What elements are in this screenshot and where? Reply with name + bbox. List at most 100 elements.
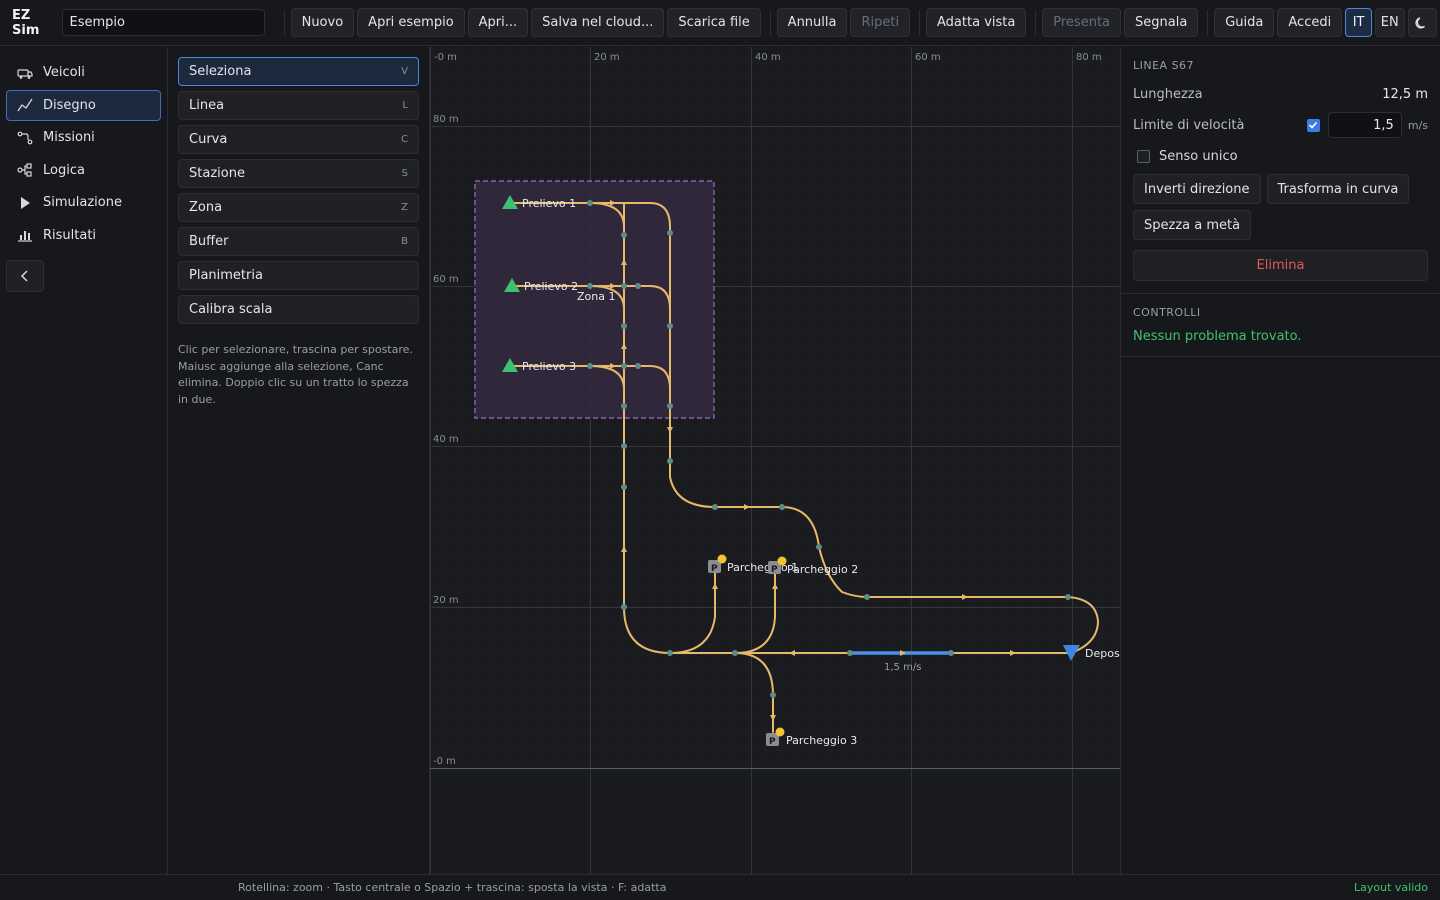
one-way-label: Senso unico (1159, 148, 1238, 164)
convert-to-curve-button[interactable]: Trasforma in curva (1266, 174, 1410, 204)
path-node[interactable] (1065, 594, 1071, 600)
nav-item-vehicles[interactable]: Veicoli (6, 57, 161, 88)
deposit-triangle-icon[interactable] (1063, 645, 1080, 661)
path-node[interactable] (621, 283, 627, 289)
toolbar-separator (919, 9, 921, 36)
path-segment[interactable] (511, 285, 671, 310)
one-way-row[interactable]: Senso unico (1133, 144, 1428, 168)
undo-button[interactable]: Annulla (776, 8, 848, 37)
path-node[interactable] (621, 323, 627, 329)
path-node[interactable] (635, 283, 641, 289)
direction-arrow (1010, 650, 1016, 656)
path-node[interactable] (667, 458, 673, 464)
station-label: Prelievo 2 (524, 280, 578, 293)
nav-item-simulation[interactable]: Simulazione (6, 187, 161, 218)
path-node[interactable] (621, 443, 627, 449)
station-label: Prelievo 3 (522, 360, 576, 373)
path-node[interactable] (587, 283, 593, 289)
new-button[interactable]: Nuovo (290, 8, 355, 37)
zone-area[interactable] (474, 180, 715, 419)
path-node[interactable] (770, 692, 776, 698)
path-node[interactable] (621, 403, 627, 409)
present-button[interactable]: Presenta (1042, 8, 1122, 37)
direction-arrow (610, 363, 616, 369)
speed-limit-input[interactable] (1327, 112, 1402, 138)
tool-label: Seleziona (189, 64, 252, 79)
delete-button[interactable]: Elimina (1133, 250, 1428, 281)
download-button[interactable]: Scarica file (667, 8, 761, 37)
station-triangle-icon[interactable] (504, 278, 520, 292)
tool-calibrate-scale[interactable]: Calibra scala (178, 295, 419, 324)
tool-floorplan[interactable]: Planimetria (178, 261, 419, 290)
invert-direction-button[interactable]: Inverti direzione (1133, 174, 1261, 204)
station-triangle-icon[interactable] (502, 358, 518, 372)
split-half-button[interactable]: Spezza a metà (1133, 210, 1252, 240)
speed-limit-checkbox[interactable] (1306, 118, 1320, 132)
path-node[interactable] (621, 232, 627, 238)
path-nodes[interactable] (587, 200, 1071, 698)
path-segment[interactable] (509, 365, 671, 390)
help-button[interactable]: Guida (1214, 8, 1275, 37)
deposit-label: Deposito (1085, 647, 1120, 660)
nav-item-logic[interactable]: Logica (6, 155, 161, 186)
parking-buffers[interactable]: P Parcheggio 1 P Parcheggio 2 P Parchegg… (708, 554, 858, 748)
path-node[interactable] (864, 594, 870, 600)
one-way-checkbox[interactable] (1137, 149, 1150, 163)
fit-view-button[interactable]: Adatta vista (926, 8, 1027, 37)
tool-label: Calibra scala (189, 302, 273, 317)
path-segment[interactable] (669, 566, 716, 654)
draw-icon (17, 97, 33, 113)
lang-it-button[interactable]: IT (1345, 8, 1372, 37)
canvas-drawing[interactable]: Zona 1 1,5 m/s (430, 47, 1120, 874)
path-node[interactable] (667, 650, 673, 656)
nav-item-draw[interactable]: Disegno (6, 89, 161, 121)
pickup-stations[interactable]: Prelievo 1 Prelievo 2 Prelievo 3 (502, 195, 578, 373)
path-node[interactable] (816, 544, 822, 550)
parking-icon[interactable] (768, 561, 781, 574)
parking-icon[interactable] (766, 733, 779, 746)
path-node[interactable] (712, 504, 718, 510)
path-node[interactable] (587, 363, 593, 369)
path-node[interactable] (667, 230, 673, 236)
path-node[interactable] (587, 200, 593, 206)
path-segment[interactable] (589, 285, 625, 310)
open-button[interactable]: Apri... (467, 8, 529, 37)
path-node[interactable] (621, 604, 627, 610)
station-triangle-icon[interactable] (502, 195, 518, 209)
path-node[interactable] (635, 363, 641, 369)
path-node[interactable] (621, 363, 627, 369)
collapse-sidebar-button[interactable] (6, 259, 44, 292)
open-example-button[interactable]: Apri esempio (357, 8, 465, 37)
save-cloud-button[interactable]: Salva nel cloud... (531, 8, 665, 37)
path-node[interactable] (667, 403, 673, 409)
redo-button[interactable]: Ripeti (850, 8, 911, 37)
path-node[interactable] (732, 650, 738, 656)
parking-icon[interactable] (708, 560, 721, 573)
path-node[interactable] (667, 323, 673, 329)
login-button[interactable]: Accedi (1277, 8, 1343, 37)
path-node[interactable] (779, 504, 785, 510)
layout-canvas[interactable]: Zona 1 1,5 m/s (430, 47, 1120, 874)
report-button[interactable]: Segnala (1124, 8, 1199, 37)
nav-item-missions[interactable]: Missioni (6, 122, 161, 153)
path-node[interactable] (948, 650, 954, 656)
path-node[interactable] (621, 484, 627, 490)
direction-arrow (789, 650, 795, 656)
results-icon (17, 227, 33, 243)
project-name-input[interactable] (61, 9, 265, 36)
path-segment[interactable] (509, 202, 671, 462)
path-node[interactable] (847, 650, 853, 656)
nav-item-results[interactable]: Risultati (6, 220, 161, 251)
path-segment[interactable] (589, 365, 625, 390)
path-segment[interactable] (589, 202, 625, 228)
theme-toggle-button[interactable] (1407, 8, 1438, 37)
check-icon (1309, 121, 1318, 129)
lang-en-button[interactable]: EN (1374, 8, 1405, 37)
